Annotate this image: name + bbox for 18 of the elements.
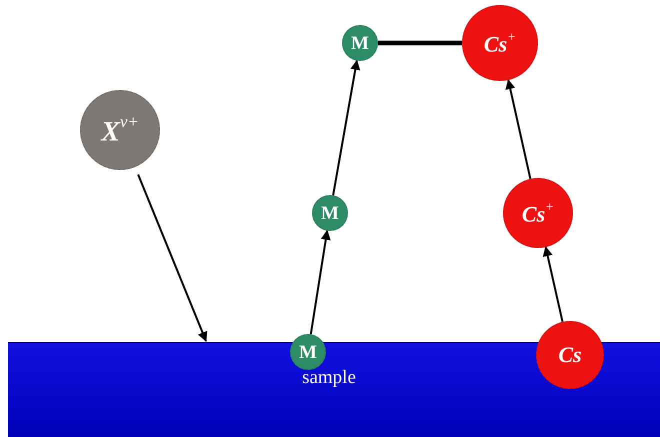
particle-label: Cs$^{+}$ <box>484 30 516 56</box>
sample-surface <box>8 342 660 437</box>
arrow <box>332 60 360 196</box>
particle-label: X$^{ν+}$ <box>101 114 139 146</box>
particle-label: M <box>321 204 339 222</box>
particle-circle <box>312 195 348 231</box>
particle-circle <box>290 334 326 370</box>
particle-label: M <box>351 34 369 52</box>
particle-label: M <box>299 342 317 362</box>
arrow <box>542 246 564 322</box>
arrow <box>137 174 208 342</box>
arrow <box>310 230 331 334</box>
sample-label: sample <box>302 367 356 390</box>
particle-label: Cs <box>558 344 582 366</box>
particle-label: Cs$^{+}$ <box>522 200 554 226</box>
connector-line <box>378 40 462 46</box>
particle-circle <box>342 25 378 61</box>
arrow <box>505 79 532 180</box>
